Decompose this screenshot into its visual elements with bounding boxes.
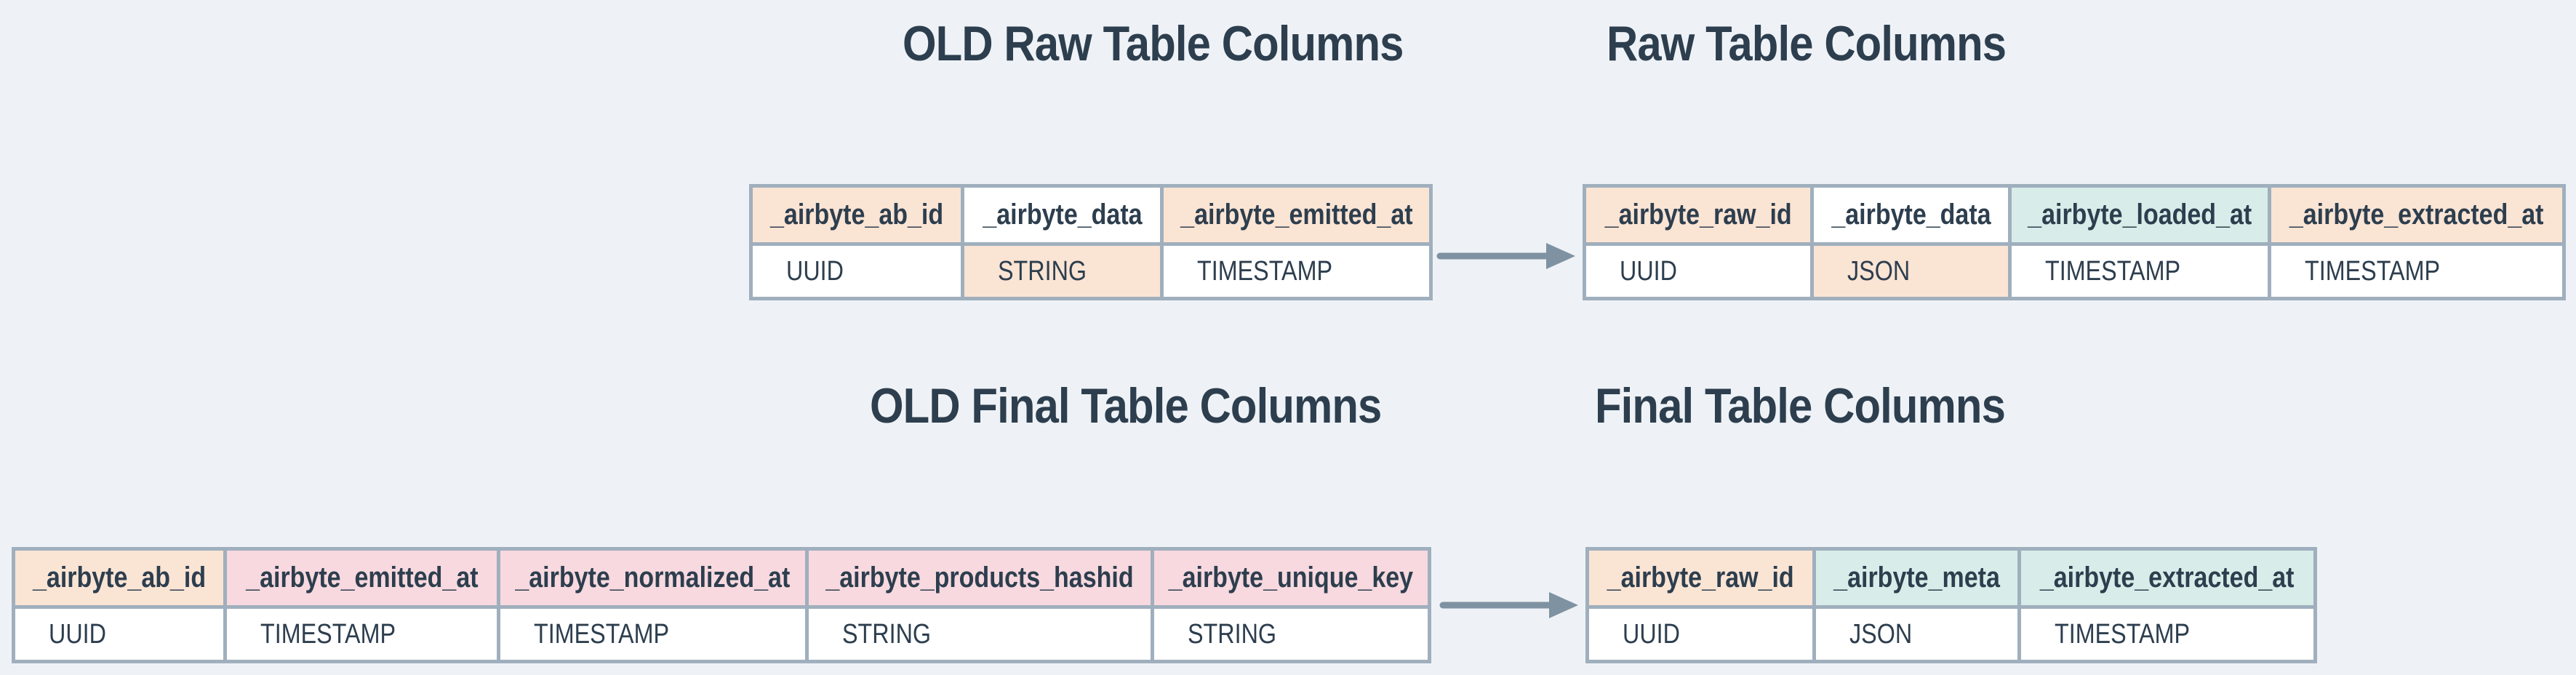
column-header-label: _airbyte_extracted_at — [2040, 562, 2295, 594]
column-type-label: TIMESTAMP — [1197, 255, 1333, 287]
arrow-right-icon — [1436, 243, 1575, 269]
column-header: _airbyte_products_hashid — [809, 551, 1151, 605]
column-header-label: _airbyte_emitted_at — [1180, 199, 1413, 231]
column-type-label: UUID — [49, 618, 106, 650]
column-header-label: _airbyte_raw_id — [1607, 562, 1795, 594]
column-header: _airbyte_emitted_at — [1164, 188, 1429, 242]
column-type: UUID — [753, 246, 961, 297]
column-type-label: TIMESTAMP — [2055, 618, 2191, 650]
column-type-label: JSON — [1847, 255, 1911, 287]
column-type-label: TIMESTAMP — [534, 618, 670, 650]
column-type: TIMESTAMP — [500, 609, 805, 660]
column-type: STRING — [1154, 609, 1428, 660]
column-type: TIMESTAMP — [227, 609, 497, 660]
column-header-label: _airbyte_loaded_at — [2027, 199, 2252, 231]
table-final-columns: _airbyte_raw_id _airbyte_meta _airbyte_e… — [1585, 547, 2317, 663]
column-header: _airbyte_data — [964, 188, 1160, 242]
column-type-label: STRING — [1188, 618, 1277, 650]
column-header-label: _airbyte_data — [1831, 199, 1991, 231]
column-type-label: TIMESTAMP — [2045, 255, 2181, 287]
column-header-label: _airbyte_emitted_at — [245, 562, 479, 594]
column-header: _airbyte_normalized_at — [500, 551, 805, 605]
column-type: TIMESTAMP — [2021, 609, 2313, 660]
column-header: _airbyte_data — [1814, 188, 2008, 242]
column-type-label: STRING — [842, 618, 932, 650]
column-type: TIMESTAMP — [2271, 246, 2562, 297]
column-header: _airbyte_unique_key — [1154, 551, 1428, 605]
table-old-final-columns: _airbyte_ab_id _airbyte_emitted_at _airb… — [12, 547, 1431, 663]
column-header-label: _airbyte_extracted_at — [2289, 199, 2544, 231]
column-header: _airbyte_ab_id — [753, 188, 961, 242]
title-old-final: OLD Final Table Columns — [870, 378, 1382, 434]
column-header: _airbyte_raw_id — [1586, 188, 1810, 242]
column-type-label: TIMESTAMP — [2305, 255, 2441, 287]
column-type: STRING — [964, 246, 1160, 297]
column-type-label: STRING — [998, 255, 1087, 287]
column-header-label: _airbyte_normalized_at — [515, 562, 791, 594]
column-header-label: _airbyte_ab_id — [769, 199, 944, 231]
table-old-raw-columns: _airbyte_ab_id _airbyte_data _airbyte_em… — [749, 184, 1433, 300]
column-header-label: _airbyte_data — [982, 199, 1143, 231]
column-type: UUID — [1586, 246, 1810, 297]
column-type-label: TIMESTAMP — [260, 618, 396, 650]
title-old-raw: OLD Raw Table Columns — [903, 16, 1404, 71]
column-header: _airbyte_raw_id — [1589, 551, 1812, 605]
column-type-label: JSON — [1849, 618, 1913, 650]
column-header-label: _airbyte_meta — [1833, 562, 2000, 594]
column-header-label: _airbyte_raw_id — [1604, 199, 1792, 231]
column-type: TIMESTAMP — [2012, 246, 2268, 297]
column-header: _airbyte_loaded_at — [2012, 188, 2268, 242]
column-header: _airbyte_meta — [1816, 551, 2017, 605]
column-type: STRING — [809, 609, 1151, 660]
column-type: JSON — [1816, 609, 2017, 660]
column-type-label: UUID — [1623, 618, 1680, 650]
title-raw: Raw Table Columns — [1607, 16, 2007, 71]
column-type: UUID — [15, 609, 223, 660]
column-header-label: _airbyte_unique_key — [1168, 562, 1414, 594]
column-header: _airbyte_extracted_at — [2021, 551, 2313, 605]
column-header: _airbyte_ab_id — [15, 551, 223, 605]
column-type: TIMESTAMP — [1164, 246, 1429, 297]
column-type-label: UUID — [786, 255, 844, 287]
column-type-label: UUID — [1620, 255, 1677, 287]
column-type: UUID — [1589, 609, 1812, 660]
column-header-label: _airbyte_products_hashid — [825, 562, 1134, 594]
column-header-label: _airbyte_ab_id — [32, 562, 207, 594]
arrow-right-icon — [1439, 592, 1578, 618]
column-header: _airbyte_emitted_at — [227, 551, 497, 605]
column-type: JSON — [1814, 246, 2008, 297]
column-header: _airbyte_extracted_at — [2271, 188, 2562, 242]
title-final: Final Table Columns — [1595, 378, 2006, 434]
table-raw-columns: _airbyte_raw_id _airbyte_data _airbyte_l… — [1583, 184, 2566, 300]
